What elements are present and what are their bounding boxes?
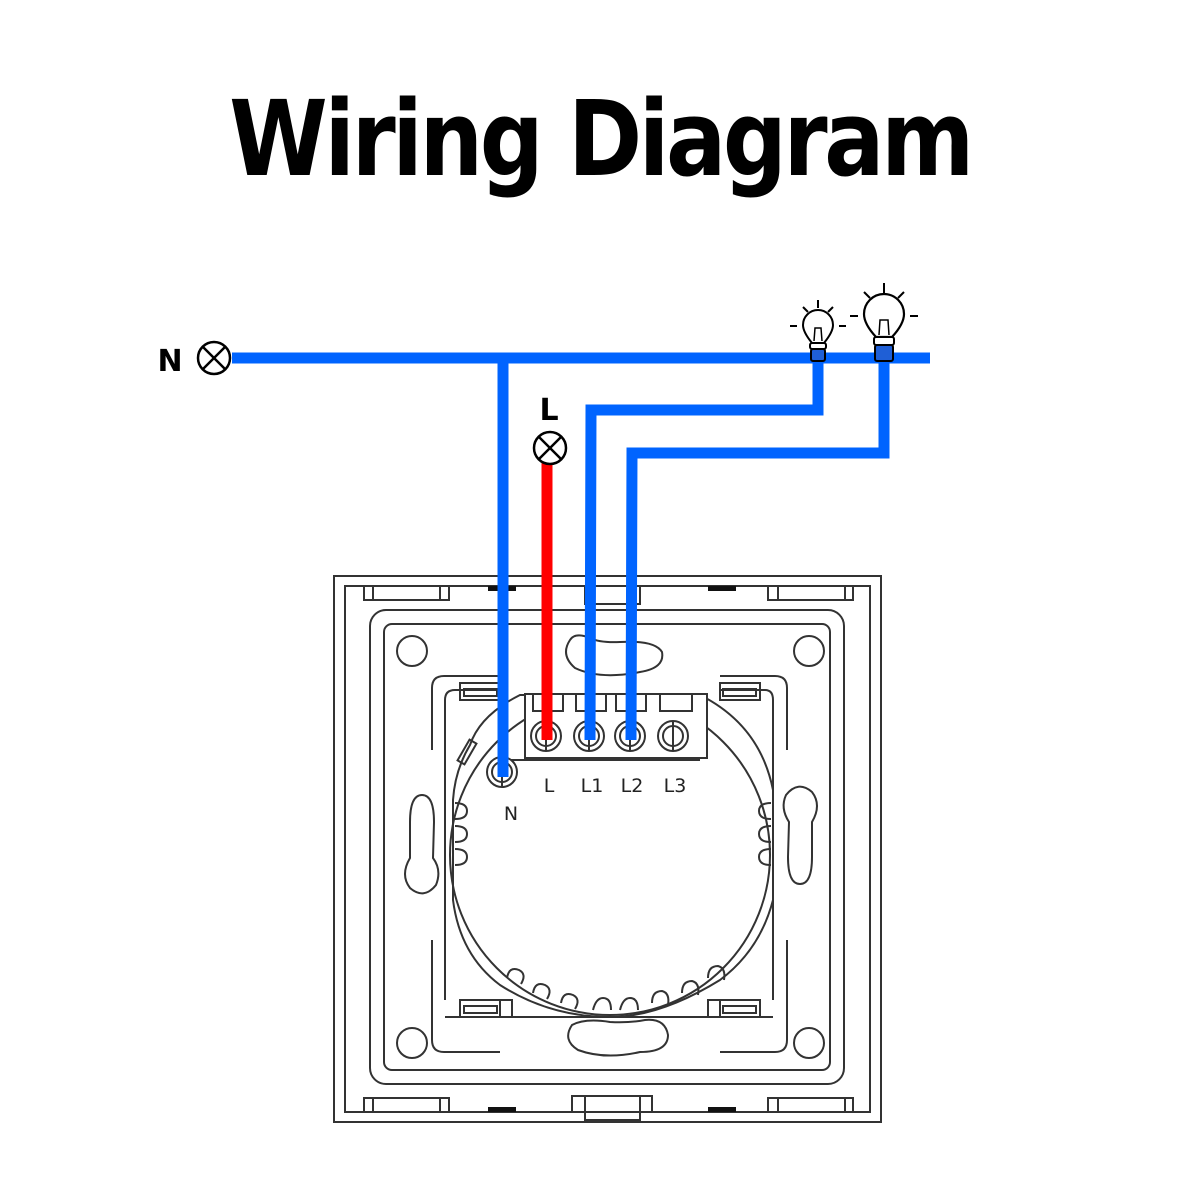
slot-top — [565, 634, 664, 677]
terminal-label-L3: L3 — [664, 775, 687, 797]
diagram-title: Wiring Diagram — [229, 78, 974, 200]
neutral-supply-terminal-icon — [196, 340, 232, 376]
switch-back-plate — [333, 575, 882, 1123]
screw-hole-top-left — [396, 635, 428, 667]
light-bulb-icon — [850, 283, 918, 362]
live-supply-label: L — [539, 393, 558, 428]
live-supply-terminal-icon — [532, 430, 568, 466]
screw-hole-top-right — [793, 635, 825, 667]
slot-right — [782, 785, 818, 886]
terminal-label-L2: L2 — [621, 775, 644, 797]
screw-hole-bottom-left — [396, 1027, 428, 1059]
switch-module — [452, 694, 774, 1019]
terminal-screw-L3 — [657, 720, 689, 752]
terminal-label-N: N — [504, 803, 518, 825]
module-vents — [506, 964, 726, 1011]
terminal-label-L1: L1 — [581, 775, 604, 797]
load-wire-2 — [625, 358, 890, 741]
light-bulb-icon — [790, 300, 846, 362]
neutral-supply-label: N — [157, 344, 182, 379]
load-wire-1 — [584, 358, 824, 741]
screw-hole-bottom-right — [793, 1027, 825, 1059]
slot-left — [404, 793, 440, 895]
slot-bottom — [567, 1018, 670, 1057]
terminal-label-L: L — [544, 775, 555, 797]
module-side-bumps — [454, 802, 772, 866]
